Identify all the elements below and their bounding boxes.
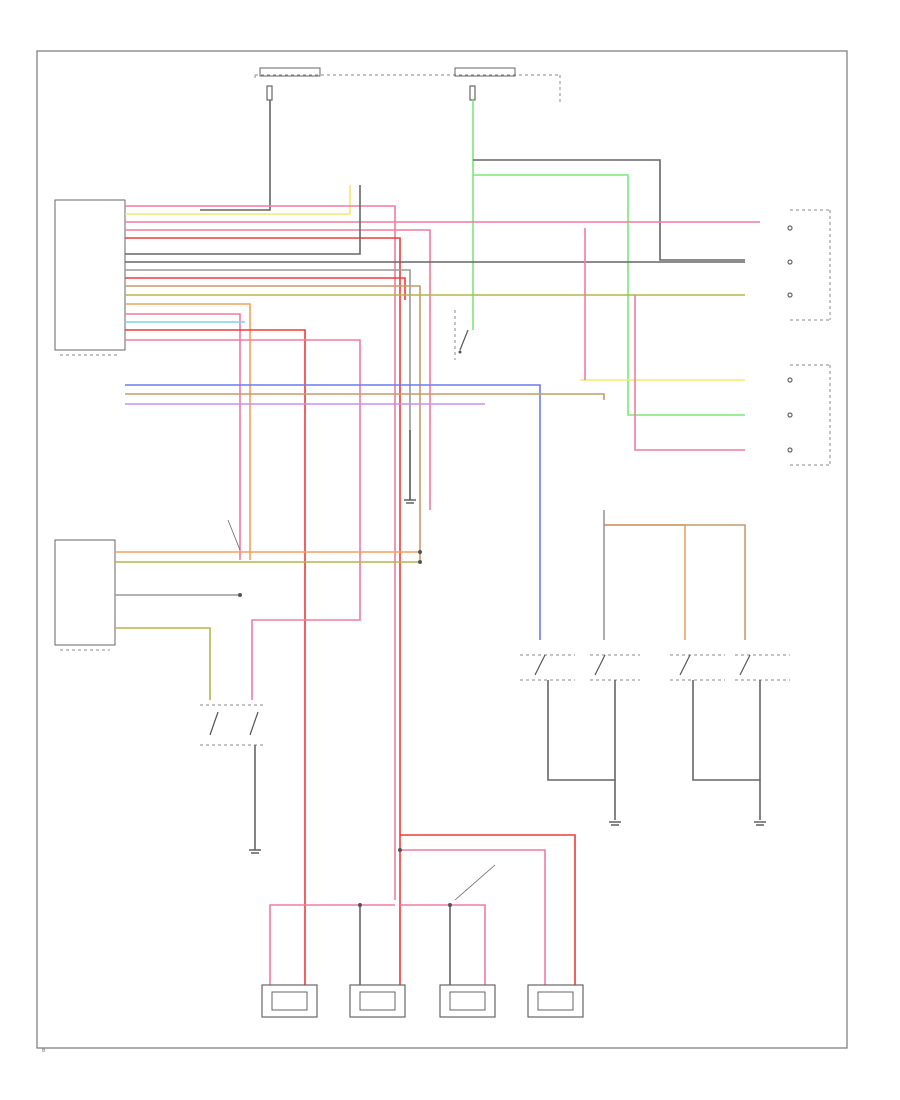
wire-pink-right (634, 295, 745, 451)
wire-olive-lcm-2 (115, 627, 211, 700)
wire-pink-1 (125, 205, 396, 900)
wire-black-door-ground-right (692, 680, 761, 820)
wire-tan-2 (125, 393, 605, 400)
right-door-switch-upper (787, 209, 831, 321)
callout-leader-1 (227, 519, 241, 551)
door-switch-right-front (670, 654, 725, 681)
wire-pink-bottom-left (269, 904, 395, 985)
ground-symbol-liftgate (249, 849, 261, 854)
diagram-frame (36, 50, 848, 1049)
ground-symbol-door-left (609, 821, 621, 826)
courtesy-lamp-2 (349, 984, 406, 1018)
wire-pink-3 (125, 229, 431, 510)
wire-red-3 (125, 329, 306, 985)
wire-gray-1 (125, 269, 411, 500)
door-switch-right-rear (735, 654, 790, 681)
wire-black-fuse-left (200, 100, 271, 211)
wire-tan-1 (125, 285, 421, 560)
courtesy-lamp-1 (261, 984, 318, 1018)
fuse-block (254, 67, 561, 105)
wire-black-door-ground-left (547, 680, 616, 820)
door-switch-left-rear (590, 654, 640, 681)
wire-black-2 (125, 185, 361, 255)
diagram-reference: 0 (42, 1048, 45, 1054)
wire-orange-1 (125, 303, 251, 560)
wire-black-fuse-right (473, 159, 745, 261)
door-switch-left-front (520, 654, 575, 681)
wire-pink-5 (125, 339, 361, 700)
wire-red-bottom-right (400, 834, 576, 985)
ground-symbol-door-right (754, 821, 766, 826)
lighting-control-module (54, 539, 116, 651)
wire-pink-4 (125, 313, 241, 560)
wire-tan-door-b (604, 524, 746, 640)
wire-pink-bottom-mid (400, 904, 486, 985)
wire-red-1 (125, 237, 401, 1000)
liftgate-switch (200, 704, 265, 746)
right-door-switch-lower (787, 364, 831, 466)
wire-yellow-1 (125, 185, 351, 215)
callout-leader-2 (454, 864, 496, 901)
trunk-lid-switch (454, 310, 469, 360)
module-connector (54, 199, 126, 356)
courtesy-lamp-3 (439, 984, 496, 1018)
wire-orange-door-a (604, 524, 686, 640)
ground-symbol-mid (404, 499, 416, 504)
wire-red-2 (125, 277, 406, 300)
wire-pink-bottom-right (400, 849, 546, 985)
courtesy-lamp-4 (527, 984, 584, 1018)
wire-blue-1 (125, 384, 541, 640)
